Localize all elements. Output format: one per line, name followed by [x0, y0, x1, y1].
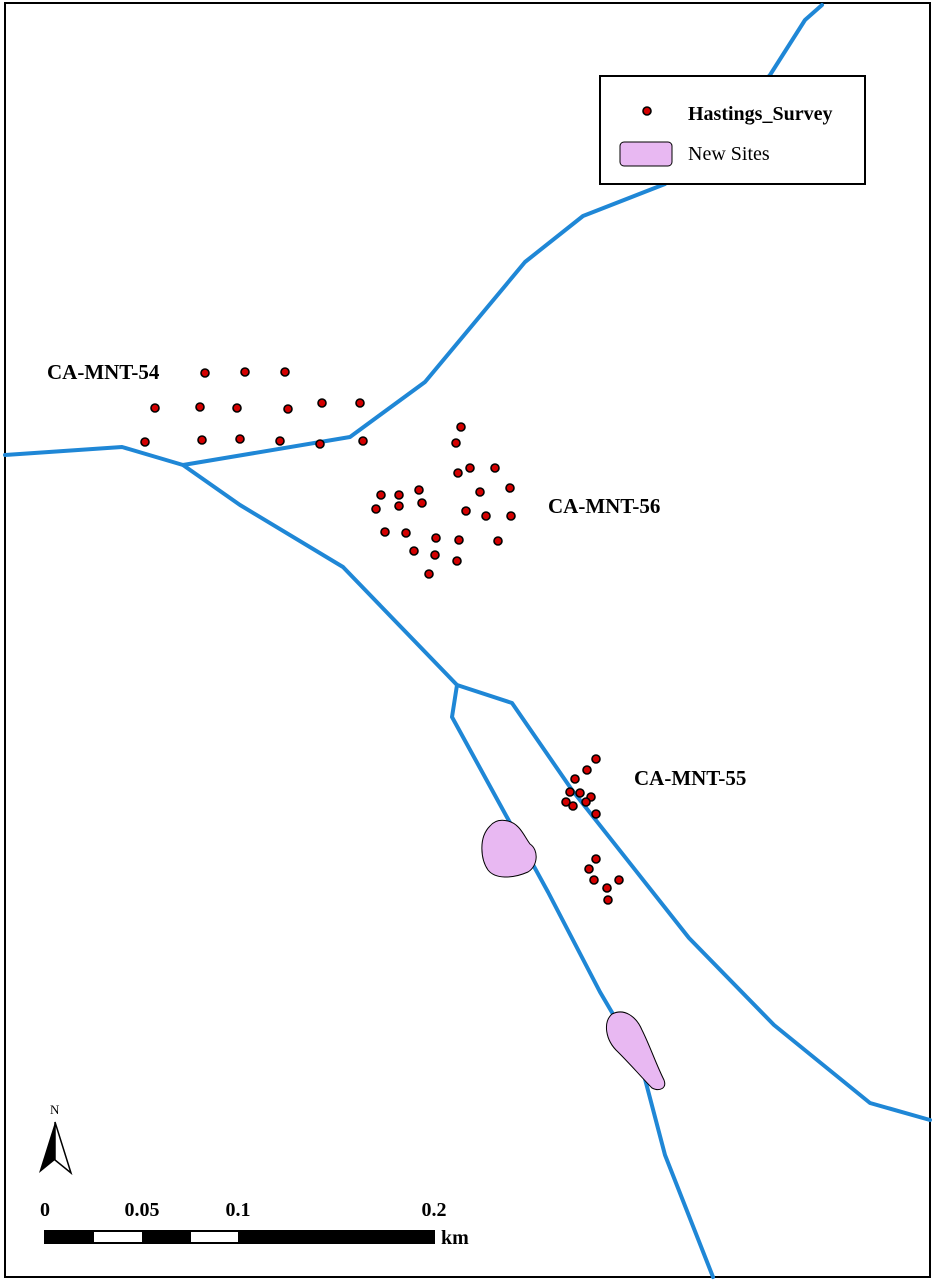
site-label-mnt54: CA-MNT-54: [47, 360, 160, 384]
survey-point: [424, 569, 434, 579]
survey-point: [589, 875, 599, 885]
survey-point: [401, 528, 411, 538]
survey-point: [490, 463, 500, 473]
survey-point: [200, 368, 210, 378]
survey-point: [283, 404, 293, 414]
survey-point: [493, 536, 503, 546]
survey-point: [195, 402, 205, 412]
survey-point: [417, 498, 427, 508]
legend-survey-symbol: [642, 106, 652, 116]
survey-point: [561, 797, 571, 807]
survey-point: [475, 487, 485, 497]
survey-point: [235, 434, 245, 444]
survey-point: [505, 483, 515, 493]
survey-point: [456, 422, 466, 432]
survey-point: [414, 485, 424, 495]
new-sites-layer: [481, 819, 666, 1091]
scale-tick-0-1: 0.1: [226, 1199, 251, 1221]
survey-point: [240, 367, 250, 377]
survey-point: [394, 490, 404, 500]
scale-bar-segment: [45, 1231, 94, 1243]
new-site-polygon: [481, 819, 537, 878]
survey-point: [371, 504, 381, 514]
survey-point: [380, 527, 390, 537]
survey-point: [591, 809, 601, 819]
survey-point: [355, 398, 365, 408]
stream-west-tributary: [181, 463, 932, 1122]
survey-point: [454, 535, 464, 545]
survey-point: [591, 754, 601, 764]
stream-network: [3, 3, 932, 1279]
survey-point: [614, 875, 624, 885]
survey-point: [481, 511, 491, 521]
survey-point: [376, 490, 386, 500]
survey-point: [451, 438, 461, 448]
survey-point: [453, 468, 463, 478]
survey-point: [140, 437, 150, 447]
scale-tick-0: 0: [40, 1199, 50, 1221]
site-label-mnt56: CA-MNT-56: [548, 494, 660, 518]
legend-box: [599, 75, 866, 185]
scale-bar-segment: [142, 1231, 191, 1243]
new-site-polygon: [606, 1011, 666, 1091]
survey-point: [394, 501, 404, 511]
survey-point: [409, 546, 419, 556]
survey-point: [602, 883, 612, 893]
scale-unit: km: [441, 1227, 469, 1249]
survey-point: [280, 367, 290, 377]
legend-new-sites-label: New Sites: [688, 143, 770, 165]
survey-point: [197, 435, 207, 445]
stream-south: [450, 683, 715, 1279]
survey-point: [452, 556, 462, 566]
survey-point: [506, 511, 516, 521]
map-frame: [4, 2, 931, 1278]
survey-point: [315, 439, 325, 449]
survey-point: [461, 506, 471, 516]
legend-survey-label: Hastings_Survey: [688, 103, 832, 125]
survey-point: [570, 774, 580, 784]
survey-point: [275, 436, 285, 446]
survey-point: [584, 864, 594, 874]
north-arrow: N: [39, 1102, 73, 1176]
survey-point: [565, 787, 575, 797]
survey-point: [150, 403, 160, 413]
survey-point: [581, 797, 591, 807]
survey-point: [430, 550, 440, 560]
survey-point: [575, 788, 585, 798]
survey-point: [582, 765, 592, 775]
survey-point: [568, 801, 578, 811]
survey-point: [465, 463, 475, 473]
north-arrow-icon: [39, 1121, 73, 1176]
legend-new-sites-symbol: [619, 141, 673, 167]
north-label: N: [50, 1102, 60, 1117]
stream-north: [3, 3, 824, 467]
survey-point: [317, 398, 327, 408]
scale-bar-segment: [238, 1231, 434, 1243]
survey-point: [591, 854, 601, 864]
survey-point: [358, 436, 368, 446]
scale-tick-0-2: 0.2: [422, 1199, 447, 1221]
scale-tick-0-05: 0.05: [125, 1199, 160, 1221]
survey-point: [232, 403, 242, 413]
site-label-mnt55: CA-MNT-55: [634, 766, 746, 790]
survey-points-layer: [140, 367, 624, 905]
survey-point: [431, 533, 441, 543]
legend: Hastings_Survey New Sites: [599, 75, 866, 185]
survey-point: [603, 895, 613, 905]
scale-bar: 0 0.05 0.1 0.2 km: [40, 1199, 469, 1249]
